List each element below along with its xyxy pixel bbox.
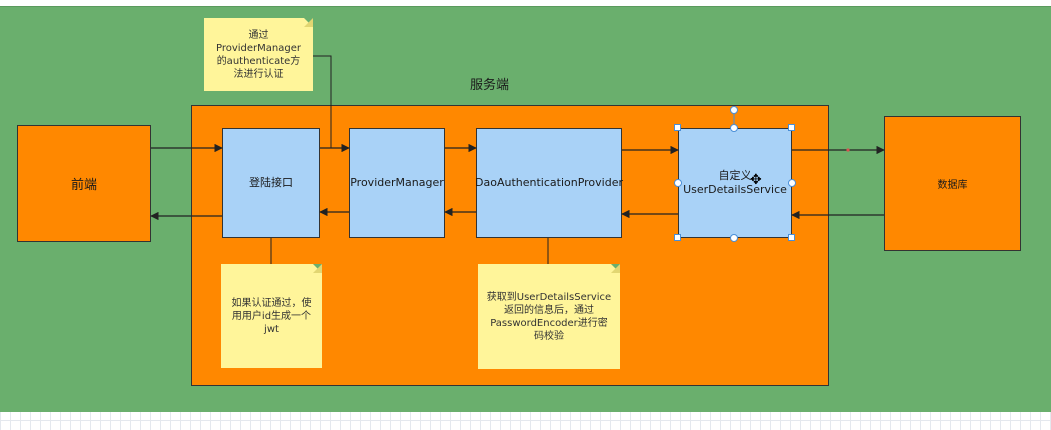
- password-note-text: 获取到UserDetailsService返回的信息后，通过PasswordEn…: [486, 291, 612, 342]
- server-label: 服务端: [470, 78, 510, 93]
- database-box[interactable]: 数据库: [884, 116, 1021, 251]
- password-note[interactable]: 获取到UserDetailsService返回的信息后，通过PasswordEn…: [478, 264, 620, 369]
- jwt-note[interactable]: 如果认证通过，使用用户id生成一个jwt: [221, 264, 322, 368]
- resize-handle-se[interactable]: [788, 234, 795, 241]
- jwt-note-text: 如果认证通过，使用用户id生成一个jwt: [231, 297, 312, 335]
- user-details-service-label-line2: UserDetailsService: [683, 183, 787, 196]
- move-cursor-icon: ✥: [750, 172, 762, 188]
- provider-manager-node[interactable]: ProviderManager: [349, 128, 445, 238]
- database-label: 数据库: [937, 180, 968, 191]
- resize-handle-e[interactable]: [788, 179, 796, 187]
- login-endpoint-node[interactable]: 登陆接口: [222, 128, 320, 238]
- authenticate-note-text: 通过ProviderManager的authenticate方法进行认证: [215, 29, 301, 80]
- authenticate-note[interactable]: 通过ProviderManager的authenticate方法进行认证: [204, 18, 313, 91]
- note-fold-corner: [304, 18, 313, 27]
- rotation-handle[interactable]: [730, 106, 738, 114]
- resize-handle-ne[interactable]: [788, 124, 795, 131]
- resize-handle-sw[interactable]: [674, 234, 681, 241]
- resize-handle-nw[interactable]: [674, 124, 681, 131]
- user-details-service-node[interactable]: 自定义 UserDetailsService: [678, 128, 792, 238]
- canvas-top-margin: [0, 0, 1051, 6]
- resize-handle-w[interactable]: [674, 179, 682, 187]
- dao-authentication-provider-label: DaoAuthenticationProvider: [475, 176, 623, 189]
- login-endpoint-label: 登陆接口: [249, 176, 293, 189]
- note-fold-corner: [611, 264, 620, 273]
- frontend-box[interactable]: 前端: [17, 125, 151, 242]
- resize-handle-s[interactable]: [730, 234, 738, 242]
- user-details-service-label-line1: 自定义: [718, 169, 752, 182]
- connector-waypoint: [846, 148, 850, 152]
- resize-handle-n[interactable]: [730, 124, 738, 132]
- frontend-label: 前端: [70, 178, 97, 193]
- dao-authentication-provider-node[interactable]: DaoAuthenticationProvider: [475, 128, 623, 238]
- note-fold-corner: [313, 264, 322, 273]
- provider-manager-label: ProviderManager: [350, 176, 444, 189]
